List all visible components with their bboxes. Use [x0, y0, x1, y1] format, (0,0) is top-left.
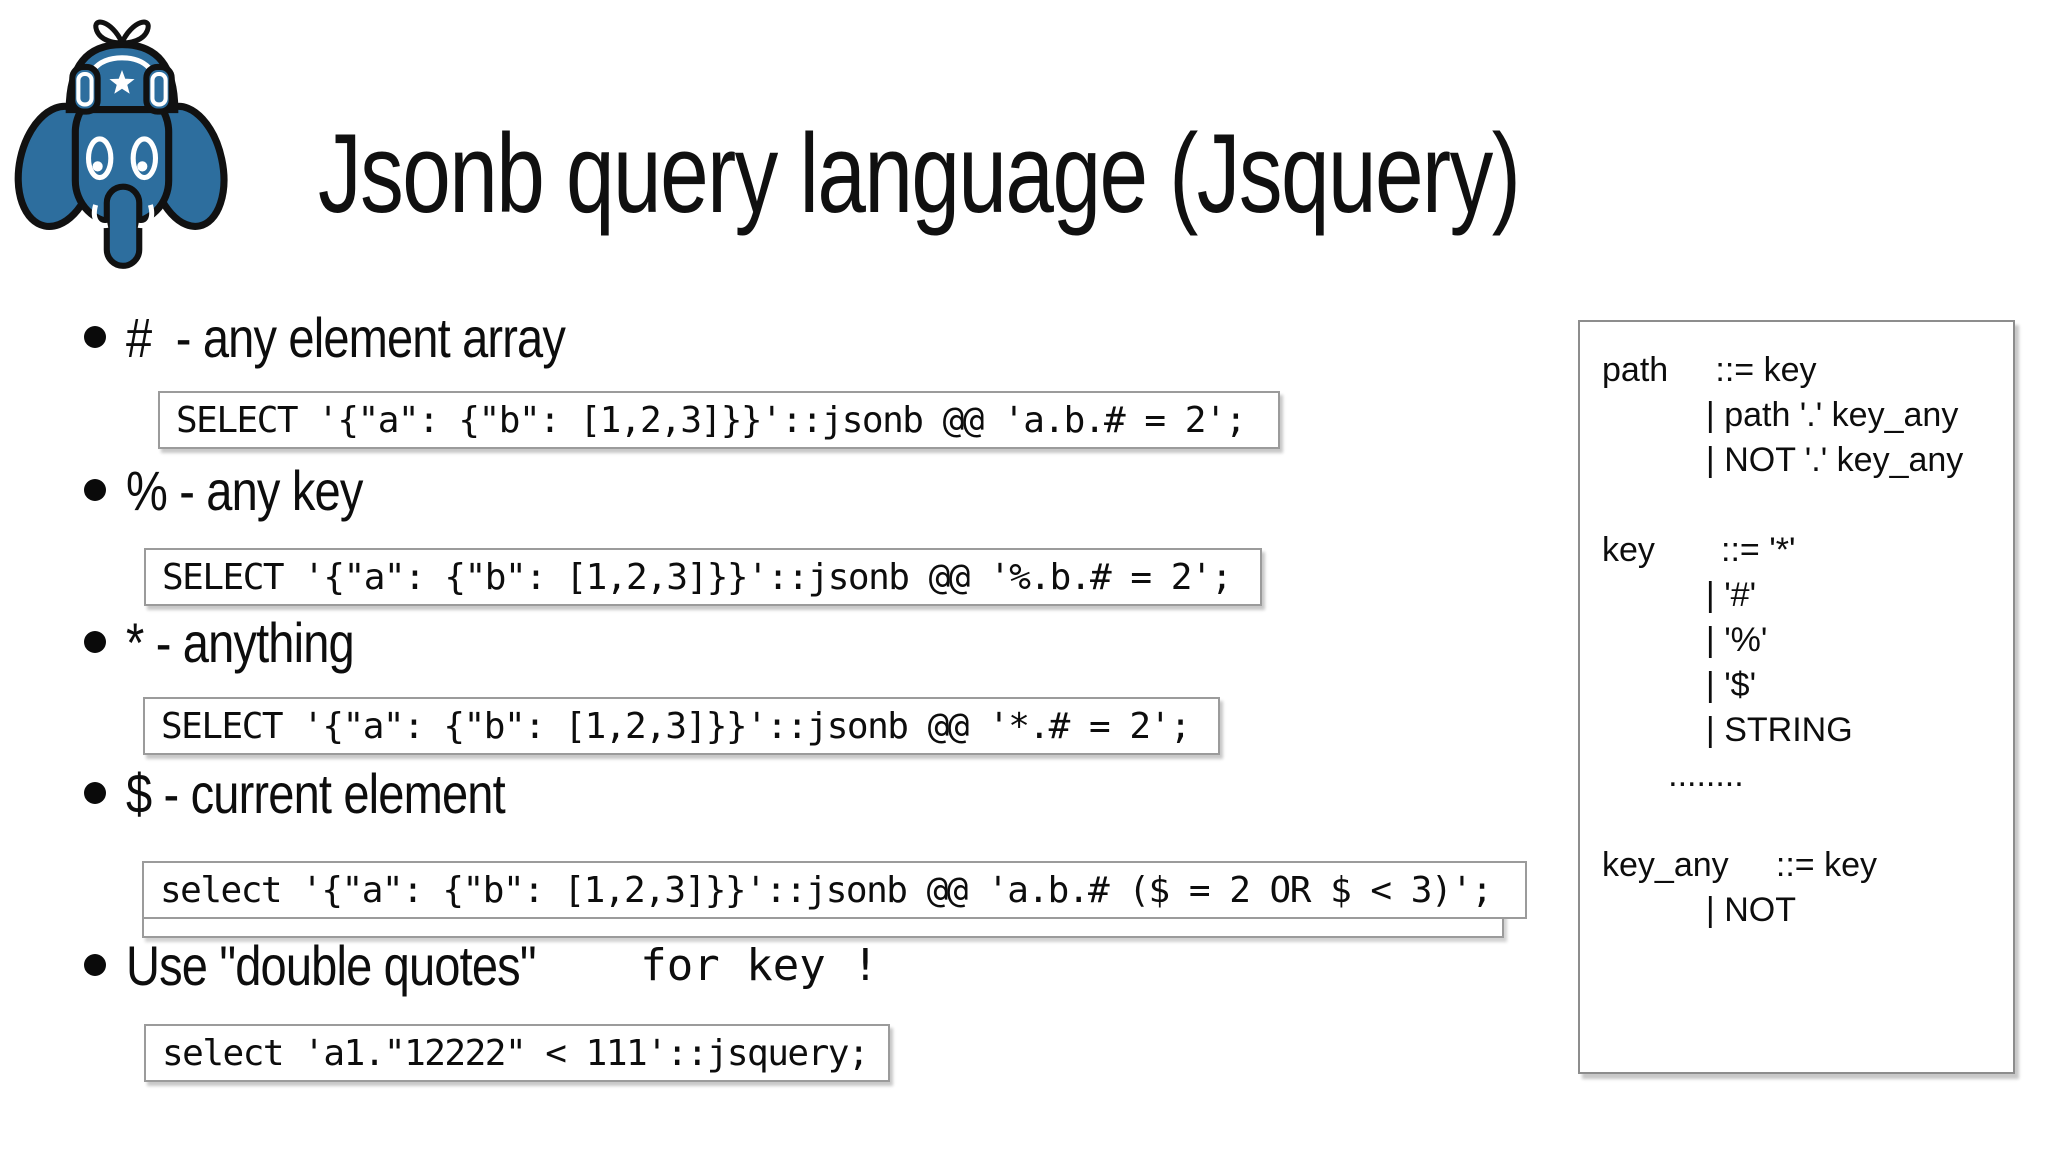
grammar-line: ........ — [1602, 756, 1744, 794]
grammar-line: | path '.' key_any — [1602, 396, 1959, 434]
grammar-line: | '$' — [1602, 666, 1757, 704]
sql-code: SELECT '{"a": {"b": [1,2,3]}}'::jsonb @@… — [162, 556, 1233, 598]
grammar-line: | '#' — [1602, 576, 1757, 614]
bullet-dot — [84, 782, 106, 804]
grammar-line: key ::= '*' — [1602, 531, 1796, 569]
bullet-label: $ - current element — [126, 762, 506, 825]
sql-code: select '{"a": {"b": [1,2,3]}}'::jsonb @@… — [160, 869, 1493, 911]
bullet-dot — [84, 479, 106, 501]
grammar-panel: path ::= key | path '.' key_any | NOT '.… — [1578, 320, 2015, 1074]
bow-icon — [93, 19, 151, 46]
grammar-line — [1602, 798, 2013, 843]
postgres-elephant-logo — [14, 19, 228, 269]
bullet-label-mono: for key ! — [613, 940, 879, 991]
bullet-dot — [84, 631, 106, 653]
code-snippet-box: SELECT '{"a": {"b": [1,2,3]}}'::jsonb @@… — [143, 697, 1220, 755]
ushanka-hat-icon — [65, 41, 179, 115]
bullet-label: # - any element array — [126, 306, 566, 369]
code-snippet-box: SELECT '{"a": {"b": [1,2,3]}}'::jsonb @@… — [144, 548, 1262, 606]
grammar-line: path ::= key — [1602, 351, 1817, 389]
code-snippet-box: SELECT '{"a": {"b": [1,2,3]}}'::jsonb @@… — [158, 391, 1280, 449]
sql-code: SELECT '{"a": {"b": [1,2,3]}}'::jsonb @@… — [161, 705, 1191, 747]
grammar-line: key_any ::= key — [1602, 846, 1877, 884]
sql-code: select 'a1."12222" < 111'::jsquery; — [162, 1032, 870, 1074]
eyes — [85, 136, 159, 181]
bullet-dot — [84, 326, 106, 348]
bullet-dot — [84, 954, 106, 976]
grammar-line: | '%' — [1602, 621, 1768, 659]
bullet-label: * - anything — [126, 611, 355, 674]
grammar-line — [1602, 483, 2013, 528]
bullet-item-dollar: $ - current element — [84, 762, 577, 826]
page-title: Jsonb query language (Jsquery) — [318, 111, 1521, 236]
bullet-item-percent: % - any key — [84, 459, 408, 523]
bullet-label: Use "double quotes" — [126, 934, 537, 997]
bullet-item-star: * - anything — [84, 611, 397, 675]
code-snippet-box: select 'a1."12222" < 111'::jsquery; — [144, 1024, 890, 1082]
bullet-item-hash: # - any element array — [84, 306, 649, 370]
bullet-label: % - any key — [126, 459, 363, 522]
grammar-line: | NOT — [1602, 891, 1796, 929]
sql-code: SELECT '{"a": {"b": [1,2,3]}}'::jsonb @@… — [176, 399, 1247, 441]
code-snippet-box: select '{"a": {"b": [1,2,3]}}'::jsonb @@… — [142, 861, 1527, 919]
bullet-item-double-quotes: Use "double quotes" for key ! — [84, 934, 879, 998]
grammar-line: | NOT '.' key_any — [1602, 441, 1964, 479]
grammar-line: | STRING — [1602, 711, 1853, 749]
star-icon — [109, 69, 135, 94]
